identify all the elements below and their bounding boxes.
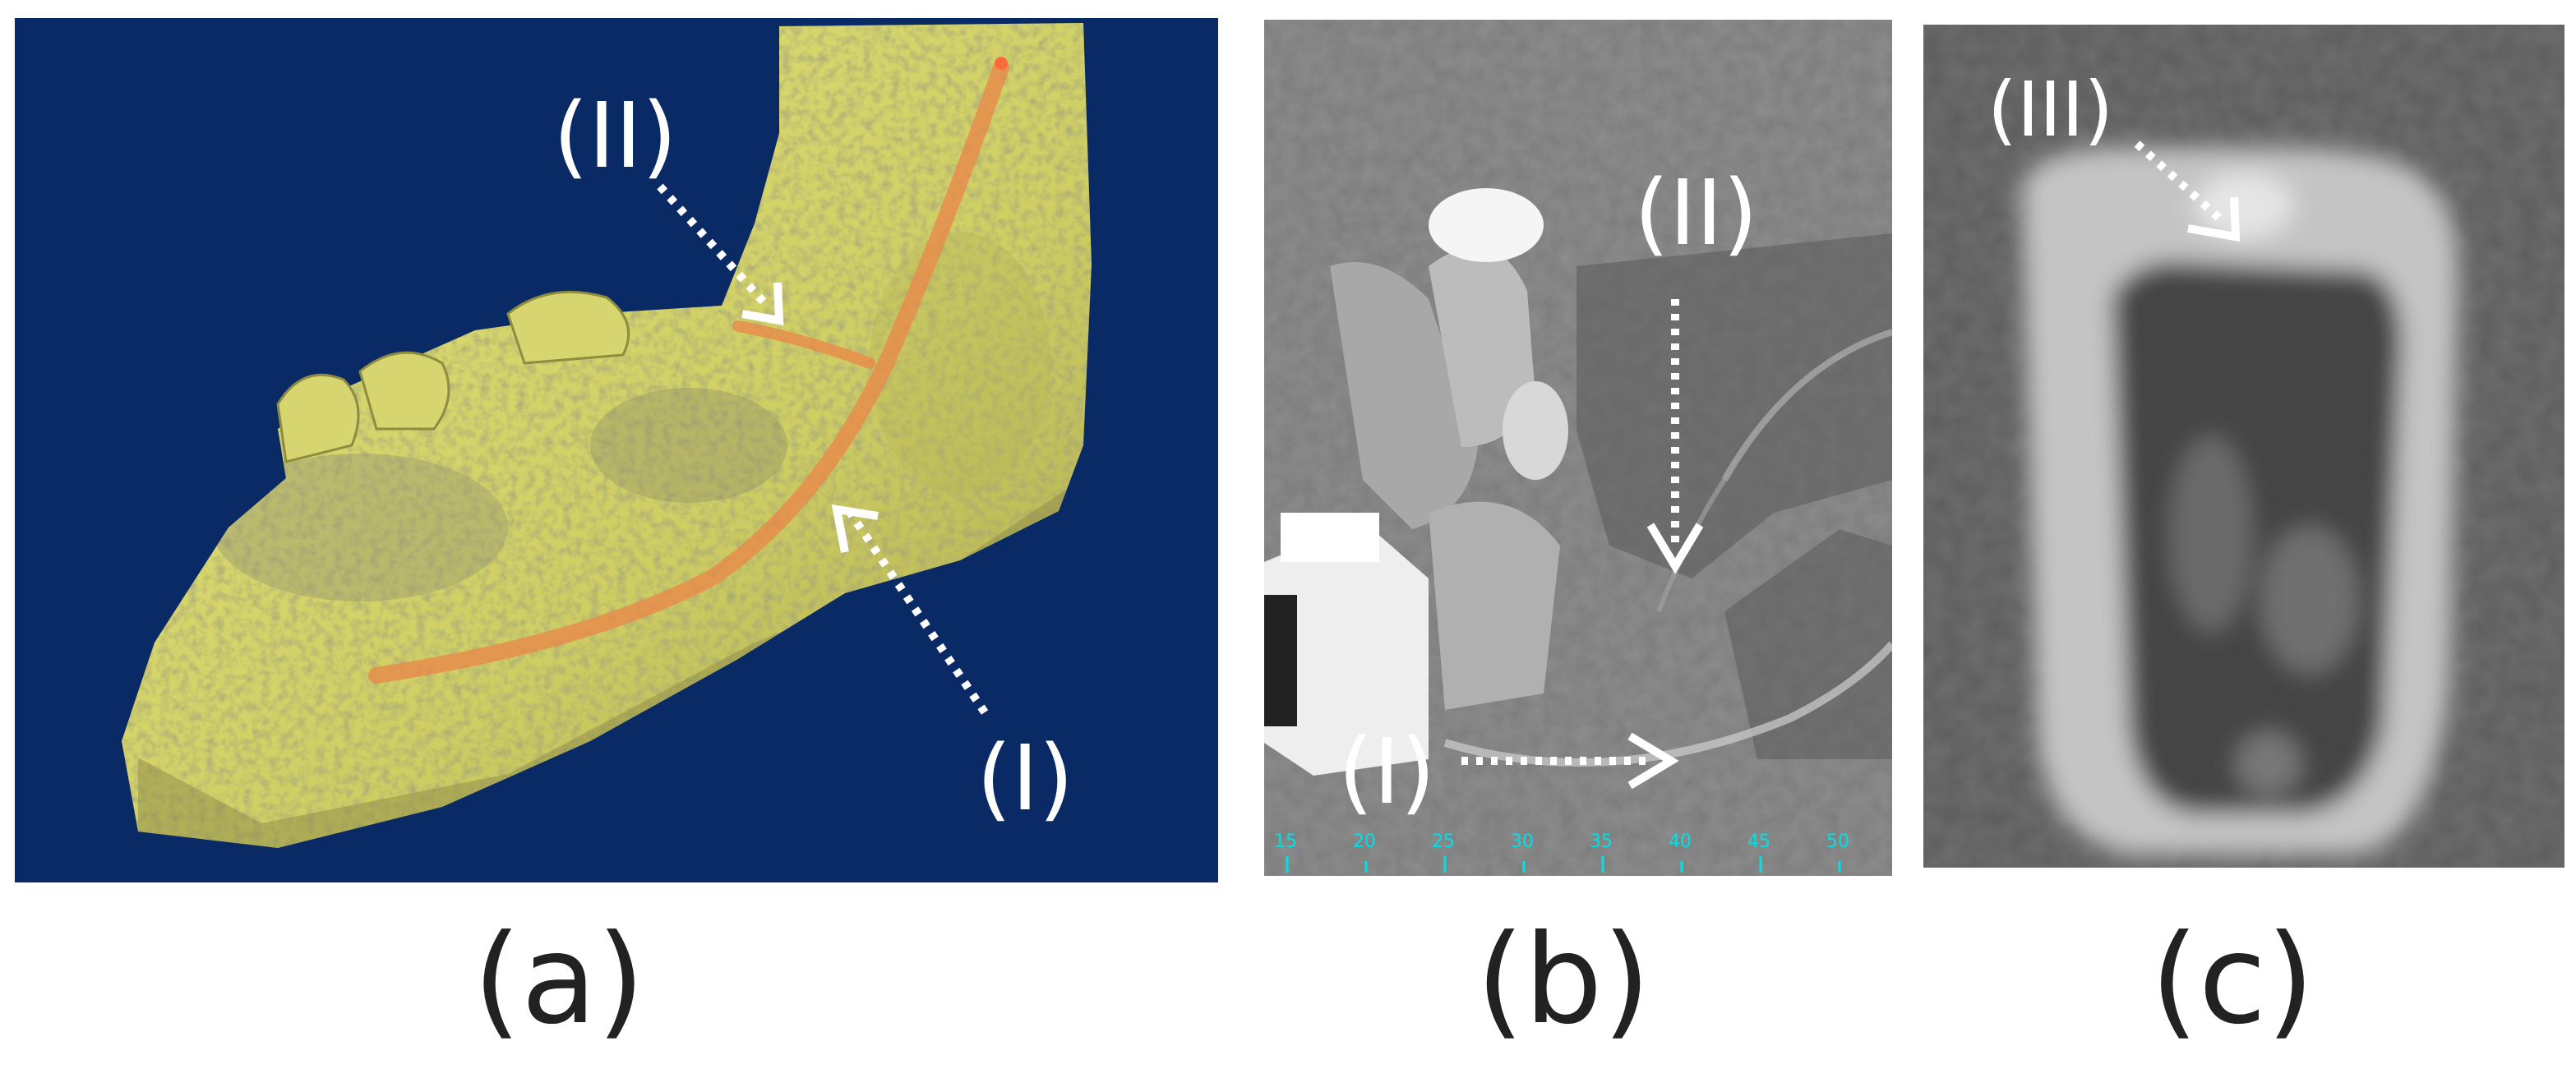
- label-iii: (III): [1987, 66, 2114, 154]
- ruler-tick-label: 40: [1669, 832, 1692, 852]
- caption-b: (b): [1475, 909, 1651, 1052]
- ruler-tick-label: 30: [1511, 832, 1534, 852]
- panel-a-3d-render: (II) (I): [15, 18, 1218, 882]
- nerve-canal-trace-icon: [368, 59, 1009, 684]
- ruler-tick-label: 50: [1826, 832, 1849, 852]
- arrow-icon: [1461, 299, 1679, 765]
- arrow-icon: [2134, 141, 2227, 225]
- label-i: (I): [976, 726, 1074, 831]
- ruler-tick-label: 25: [1432, 832, 1455, 852]
- label-ii: (II): [553, 83, 677, 188]
- ruler-tick-label: 45: [1747, 832, 1770, 852]
- caption-c: (c): [2150, 909, 2315, 1052]
- caption-a: (a): [473, 909, 645, 1052]
- ruler-tick-label: 35: [1590, 832, 1613, 852]
- label-ii: (II): [1634, 160, 1758, 265]
- arrow-icon: [657, 183, 989, 715]
- panel-b-sagittal-slice: (II) (I) 15 20 25 30 35 40 45 50: [1264, 20, 1892, 876]
- cbct-sagittal-slice-icon: [1264, 20, 1892, 876]
- label-i: (I): [1338, 719, 1436, 824]
- ruler-tick-label: 15: [1274, 832, 1297, 852]
- ruler-tick-label: 20: [1353, 832, 1376, 852]
- cbct-cross-section-slice-icon: [1923, 25, 2564, 868]
- panel-c-cross-section: (III): [1923, 25, 2564, 868]
- mandible-3d-render-icon: [15, 18, 1218, 882]
- ruler-ticks: [1286, 856, 1841, 873]
